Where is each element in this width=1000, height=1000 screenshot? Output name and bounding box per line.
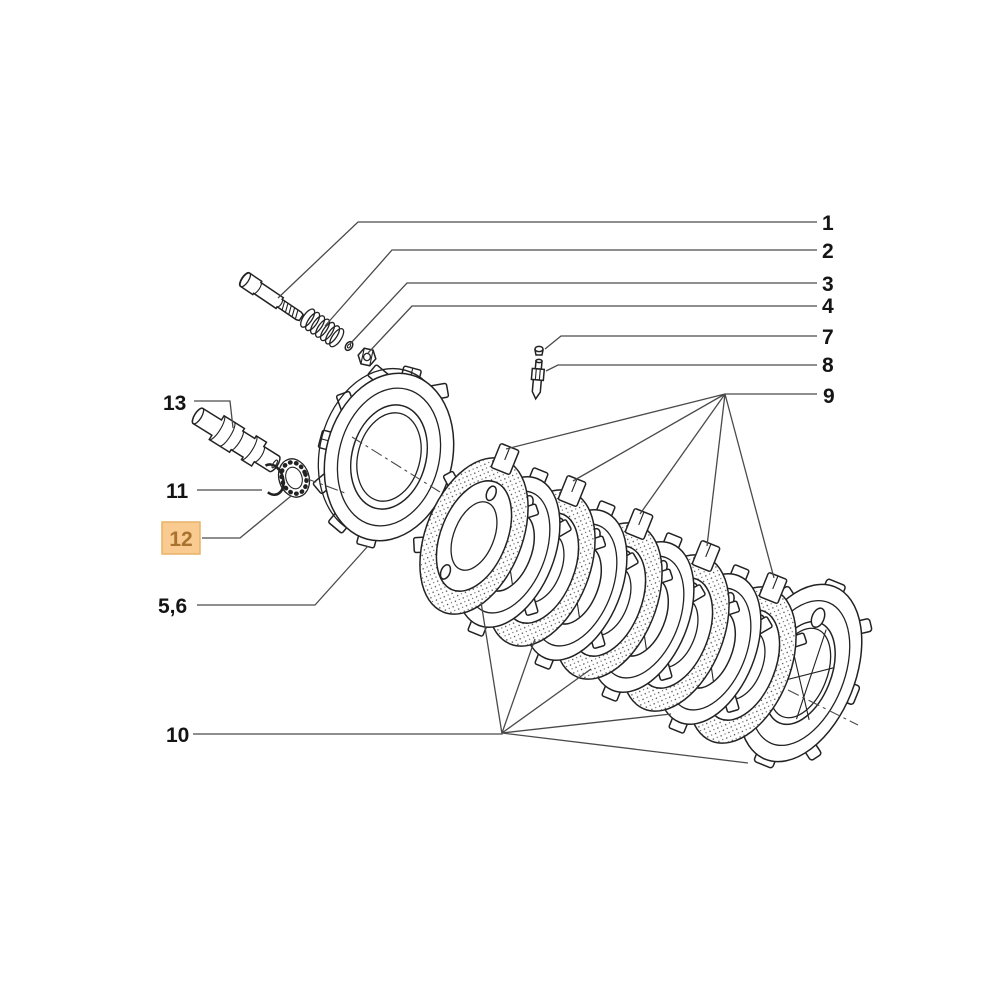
selected-part-highlight[interactable] xyxy=(161,521,201,555)
part-ring-gear xyxy=(312,364,455,549)
part-label-11[interactable]: 11 xyxy=(166,480,189,503)
part-label-9[interactable]: 9 xyxy=(823,385,835,408)
leader-2 xyxy=(324,249,817,327)
part-labels: 1 2 3 4 7 8 9 13 11 12 5,6 10 xyxy=(158,212,835,747)
part-label-1[interactable]: 1 xyxy=(822,212,834,235)
part-bearing xyxy=(277,458,311,498)
part-label-2[interactable]: 2 xyxy=(822,240,834,263)
leader-lines xyxy=(193,221,817,764)
part-label-3[interactable]: 3 xyxy=(822,273,834,296)
leader-13 xyxy=(194,400,234,429)
leader-10 xyxy=(193,601,749,764)
part-label-5-6[interactable]: 5,6 xyxy=(158,595,187,618)
part-label-13[interactable]: 13 xyxy=(163,392,186,415)
part-pin xyxy=(238,271,305,322)
leader-7 xyxy=(544,335,817,350)
part-label-7[interactable]: 7 xyxy=(822,326,834,349)
part-nut xyxy=(357,347,377,367)
leader-8 xyxy=(545,364,817,372)
leader-12 xyxy=(202,495,292,539)
part-label-8[interactable]: 8 xyxy=(822,354,834,377)
part-spring xyxy=(300,308,345,348)
part-label-12[interactable]: 12 xyxy=(169,528,192,551)
leader-9 xyxy=(505,393,817,579)
part-bleed-cap xyxy=(534,345,544,356)
part-label-10[interactable]: 10 xyxy=(166,724,189,747)
part-shaft xyxy=(191,407,281,473)
axis-lines xyxy=(304,436,859,726)
leader-4 xyxy=(367,305,817,354)
leader-3 xyxy=(349,282,817,345)
leader-1 xyxy=(277,221,817,299)
part-bleed-screw xyxy=(530,358,546,401)
part-label-4[interactable]: 4 xyxy=(822,295,834,318)
leader-5-6 xyxy=(197,545,369,606)
